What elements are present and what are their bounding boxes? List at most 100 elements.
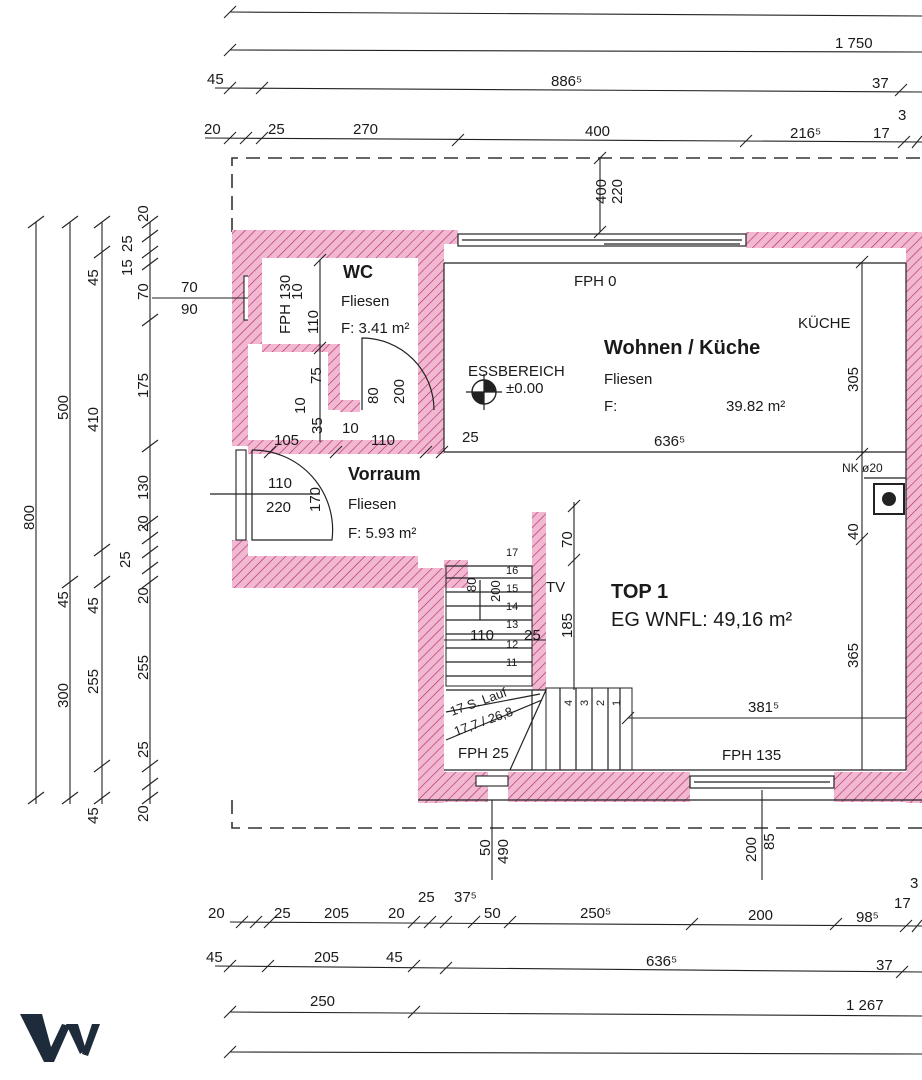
stair-steps: 17 16 15 14 13 12 11 4 3 2 1 xyxy=(506,547,623,706)
bdim-25a: 25 xyxy=(274,905,291,922)
room-vorraum-floor: Fliesen xyxy=(348,496,396,513)
dim-270: 270 xyxy=(353,121,378,138)
dim-45: 45 xyxy=(207,71,224,88)
dim-bottom-85: 85 xyxy=(761,833,778,850)
bdim-636: 636⁵ xyxy=(646,953,677,970)
room-wohnen-name: Wohnen / Küche xyxy=(604,337,760,359)
top-dimension-lines: 1 750 45 886⁵ 37 20 25 270 400 216⁵ 17 3 xyxy=(204,5,922,149)
bdim-3: 3 xyxy=(910,875,918,892)
dim-105: 105 xyxy=(274,432,299,449)
bdim-45b: 45 xyxy=(386,949,403,966)
step-4: 4 xyxy=(563,700,575,706)
bdim-37: 37 xyxy=(876,957,893,974)
bdim-1267: 1 267 xyxy=(846,997,884,1014)
dim-stair-80: 80 xyxy=(464,578,479,592)
dim-right-40: 40 xyxy=(845,523,862,540)
bdim-205: 205 xyxy=(324,905,349,922)
dim-400: 400 xyxy=(585,123,610,140)
nk-label: NK ø20 xyxy=(842,461,883,475)
bdim-250: 250⁵ xyxy=(580,905,611,922)
top-label: TOP 1 xyxy=(611,581,668,603)
dim-tv-185: 185 xyxy=(559,613,576,638)
bdim-17: 17 xyxy=(894,895,911,912)
dim-left-175: 175 xyxy=(135,373,152,398)
dim-110: 110 xyxy=(371,432,395,449)
wnfl-label: EG WNFL: 49,16 m² xyxy=(611,609,792,631)
property-boundary xyxy=(231,157,922,232)
dim-left-25c: 25 xyxy=(135,741,152,758)
bdim-20b: 20 xyxy=(388,905,405,922)
dim-wc-110: 110 xyxy=(305,310,322,334)
step-1: 1 xyxy=(611,700,623,706)
bottom-dimension-lines xyxy=(214,915,922,1059)
dim-door-220: 220 xyxy=(266,499,291,516)
doors xyxy=(210,337,435,541)
center-symbol xyxy=(466,374,502,410)
dim-stair-110: 110 xyxy=(470,627,494,644)
dim-opening-400: 400 xyxy=(593,179,610,204)
dim-wc-35: 35 xyxy=(309,417,326,434)
fph-bottom: FPH 135 xyxy=(722,747,781,764)
dim-wc-10b: 10 xyxy=(292,397,309,414)
room-wc-floor: Fliesen xyxy=(341,293,389,310)
dim-left-800: 800 xyxy=(21,505,38,530)
dim-wc-200: 200 xyxy=(391,379,408,404)
dim-bottom-50: 50 xyxy=(477,839,494,856)
chimney-nk xyxy=(864,477,906,515)
dim-kitchen-width: 636⁵ xyxy=(654,433,685,450)
tv-label: TV xyxy=(546,579,565,596)
dim-left-130: 130 xyxy=(135,475,152,500)
bdim-98: 98⁵ xyxy=(856,909,879,926)
interior-dims xyxy=(152,151,906,880)
dim-door-170: 170 xyxy=(307,487,324,512)
room-wc-area: F: 3.41 m² xyxy=(341,320,409,337)
dim-25: 25 xyxy=(268,121,285,138)
dim-381: 381⁵ xyxy=(748,699,779,716)
step-17: 17 xyxy=(506,547,518,559)
step-14: 14 xyxy=(506,601,518,613)
dim-10: 10 xyxy=(342,420,359,437)
dim-left-25a: 25 xyxy=(117,551,134,568)
stair xyxy=(445,565,633,771)
dim-left-300: 300 xyxy=(55,683,72,708)
dim-stair-25: 25 xyxy=(524,627,541,644)
dim-wc-75: 75 xyxy=(308,367,325,384)
bdim-205b: 205 xyxy=(314,949,339,966)
step-3: 3 xyxy=(579,700,591,706)
bdim-45a: 45 xyxy=(206,949,223,966)
dim-window-90: 90 xyxy=(181,301,198,318)
dim-886: 886⁵ xyxy=(551,73,582,90)
room-wc-name: WC xyxy=(343,262,373,282)
dim-left-45a: 45 xyxy=(55,591,72,608)
dim-left-255b: 255 xyxy=(135,655,152,680)
dim-wc-10: 10 xyxy=(289,283,306,300)
dim-25-inner: 25 xyxy=(462,429,479,446)
dim-tv-70: 70 xyxy=(559,531,576,548)
left-dimension-lines xyxy=(27,215,159,805)
dim-20: 20 xyxy=(204,121,221,138)
dim-right-365: 365 xyxy=(845,643,862,668)
step-13: 13 xyxy=(506,619,518,631)
fph-top: FPH 0 xyxy=(574,273,617,290)
dim-opening-220: 220 xyxy=(609,179,626,204)
dim-left-25b: 25 xyxy=(119,235,136,252)
level-label: ±0.00 xyxy=(506,380,543,397)
bdim-25b: 25 xyxy=(418,889,435,906)
dim-left-20d: 20 xyxy=(135,805,152,822)
dim-bottom-200: 200 xyxy=(743,837,760,862)
step-11: 11 xyxy=(506,657,517,669)
dim-left-45c: 45 xyxy=(85,269,102,286)
dim-left-20b: 20 xyxy=(135,515,152,532)
walls xyxy=(232,230,922,803)
room-vorraum-area: F: 5.93 m² xyxy=(348,525,416,542)
step-2: 2 xyxy=(595,700,607,706)
property-boundary-bottom xyxy=(231,800,922,829)
bdim-200: 200 xyxy=(748,907,773,924)
room-wohnen-area: 39.82 m² xyxy=(726,398,785,415)
dim-window-70: 70 xyxy=(181,279,198,296)
dim-stair-200: 200 xyxy=(488,580,503,602)
bdim-50: 50 xyxy=(484,905,501,922)
step-12: 12 xyxy=(506,639,518,651)
dim-left-20a: 20 xyxy=(135,205,152,222)
